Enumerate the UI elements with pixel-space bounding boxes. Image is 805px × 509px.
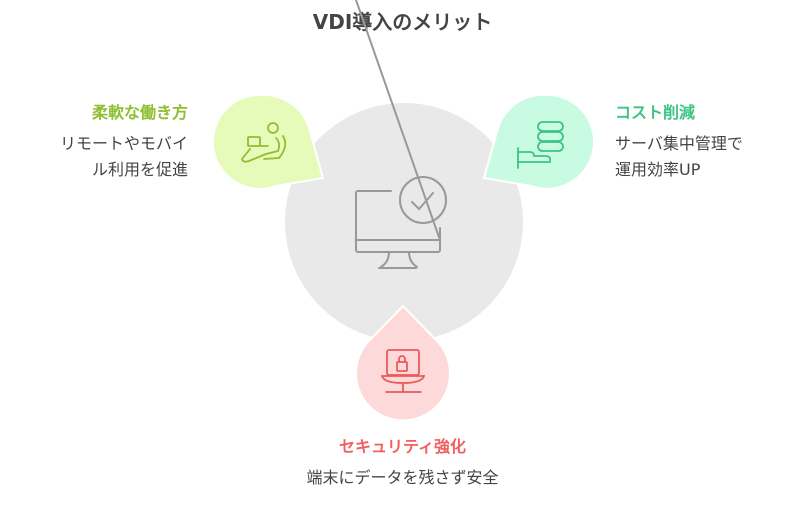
flexible-description: リモートやモバイ ル利用を促進	[60, 131, 188, 183]
security-description: 端末にデータを残さず安全	[306, 468, 499, 487]
monitor-check-icon	[355, 0, 447, 269]
drop-security	[355, 304, 451, 422]
cost-description: サーバ集中管理で 運用効率UP	[615, 131, 743, 183]
center-circle	[285, 103, 523, 341]
server-hand-icon	[517, 121, 564, 169]
drop-cost	[482, 93, 596, 190]
cost-desc-line2: 運用効率UP	[615, 160, 701, 179]
flexible-desc-line1: リモートやモバイ	[59, 134, 188, 153]
laptop-lock-icon	[380, 349, 426, 393]
security-heading: セキュリティ強化	[338, 437, 467, 456]
cost-heading: コスト削減	[615, 103, 696, 122]
person-with-laptop-icon	[241, 122, 287, 163]
flexible-heading: 柔軟な働き方	[91, 103, 188, 122]
flexible-desc-line2: ル利用を促進	[91, 160, 188, 179]
cost-desc-line1: サーバ集中管理で	[615, 134, 743, 153]
diagram-title: VDI導入のメリット	[312, 10, 493, 34]
drop-flexible	[211, 93, 325, 190]
